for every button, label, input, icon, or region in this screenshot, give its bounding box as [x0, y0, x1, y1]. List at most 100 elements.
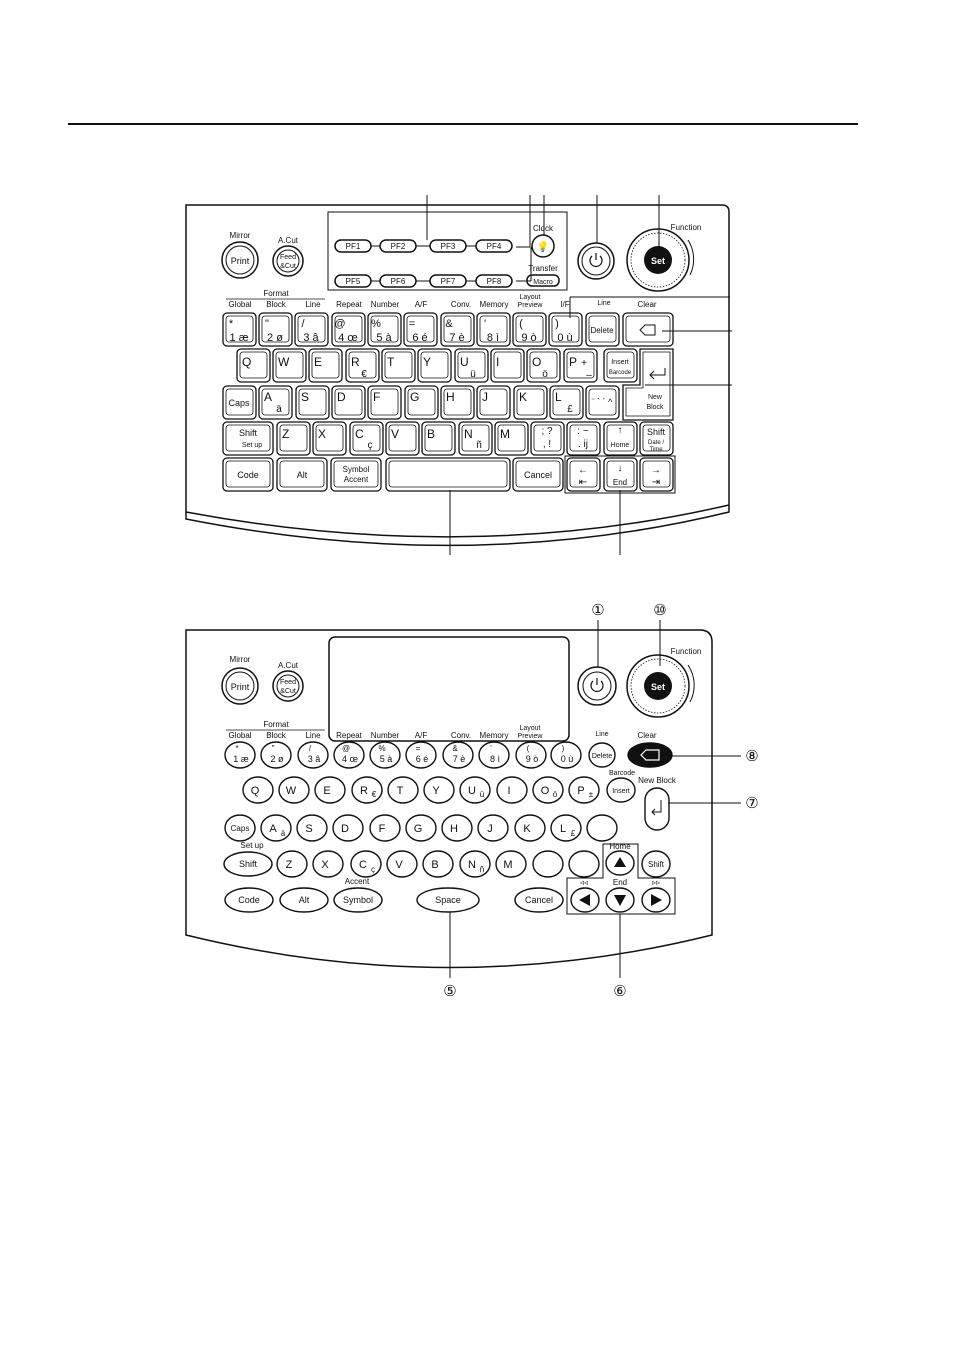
key-i[interactable]	[490, 348, 525, 383]
cancel-key-b[interactable]	[514, 887, 564, 913]
key-o[interactable]	[526, 348, 561, 383]
cancel-key[interactable]	[512, 457, 564, 492]
space-key-b[interactable]	[416, 887, 480, 913]
num-key-3[interactable]	[331, 312, 366, 347]
num-key-1[interactable]	[258, 312, 293, 347]
caps-key[interactable]	[222, 385, 257, 420]
left-key[interactable]	[566, 457, 601, 492]
key-w[interactable]	[272, 348, 307, 383]
key-b-p[interactable]	[568, 776, 600, 804]
key-j[interactable]	[476, 385, 511, 420]
set-button-b[interactable]	[644, 672, 672, 700]
enter-key-b[interactable]	[644, 787, 670, 831]
num-key-b-0[interactable]	[224, 741, 256, 769]
key-b-h[interactable]	[441, 814, 473, 842]
key-n[interactable]	[458, 421, 493, 456]
key-y[interactable]	[417, 348, 452, 383]
key-c[interactable]	[349, 421, 384, 456]
num-key-b-6[interactable]	[442, 741, 474, 769]
key-u[interactable]	[454, 348, 489, 383]
shift-right-key-b[interactable]	[641, 850, 671, 878]
accent-dots-key[interactable]	[585, 385, 620, 420]
key-g[interactable]	[404, 385, 439, 420]
key-b-b[interactable]	[422, 850, 454, 878]
key-x[interactable]	[312, 421, 347, 456]
num-key-6[interactable]	[440, 312, 475, 347]
insert-key[interactable]	[603, 348, 638, 383]
home-key[interactable]	[603, 421, 638, 456]
code-key-b[interactable]	[224, 887, 274, 913]
delete-key-b[interactable]	[588, 742, 616, 768]
shift-key-b[interactable]	[223, 851, 273, 877]
key-b-n[interactable]	[459, 850, 491, 878]
caps-key-b[interactable]	[224, 814, 256, 842]
space-key[interactable]	[385, 457, 511, 492]
symbol-key[interactable]	[330, 457, 382, 492]
print-button[interactable]	[221, 241, 259, 279]
key-l[interactable]	[549, 385, 584, 420]
power-button-b[interactable]	[577, 666, 617, 706]
num-key-b-7[interactable]	[478, 741, 510, 769]
clock-button[interactable]	[531, 234, 555, 258]
key-b-k[interactable]	[514, 814, 546, 842]
num-key-8[interactable]	[512, 312, 547, 347]
key-b-z[interactable]	[276, 850, 308, 878]
print-button-b[interactable]	[221, 667, 259, 705]
key-b-f[interactable]	[369, 814, 401, 842]
shift-key[interactable]	[222, 421, 274, 456]
key-b-v[interactable]	[386, 850, 418, 878]
key-t[interactable]	[381, 348, 416, 383]
code-key[interactable]	[222, 457, 274, 492]
num-key-9[interactable]	[548, 312, 583, 347]
key-b-w[interactable]	[278, 776, 310, 804]
key-b-u[interactable]	[459, 776, 491, 804]
num-key-b-2[interactable]	[297, 741, 329, 769]
num-key-b-1[interactable]	[260, 741, 292, 769]
key-b-r[interactable]	[351, 776, 383, 804]
num-key-4[interactable]	[367, 312, 402, 347]
power-button[interactable]	[577, 242, 615, 280]
insert-key-b[interactable]	[606, 777, 636, 803]
key-p[interactable]	[563, 348, 598, 383]
key-z[interactable]	[276, 421, 311, 456]
shift-right-key[interactable]	[639, 421, 674, 456]
key-b-x[interactable]	[312, 850, 344, 878]
key-h[interactable]	[440, 385, 475, 420]
key-b-t[interactable]	[387, 776, 419, 804]
key-m[interactable]	[494, 421, 529, 456]
key-e[interactable]	[308, 348, 343, 383]
key-b-y[interactable]	[423, 776, 455, 804]
key-b-i[interactable]	[496, 776, 528, 804]
clear-key-b[interactable]	[627, 742, 673, 768]
key-b-a[interactable]	[260, 814, 292, 842]
num-key-7[interactable]	[476, 312, 511, 347]
key-b-l[interactable]	[550, 814, 582, 842]
colon-key-b[interactable]	[568, 850, 600, 878]
alt-key-b[interactable]	[279, 887, 329, 913]
num-key-b-5[interactable]	[405, 741, 437, 769]
alt-key[interactable]	[276, 457, 328, 492]
symbol-key-b[interactable]	[333, 887, 383, 913]
right-key[interactable]	[639, 457, 674, 492]
num-key-5[interactable]	[403, 312, 438, 347]
num-key-2[interactable]	[294, 312, 329, 347]
clear-key[interactable]	[622, 312, 674, 347]
key-a[interactable]	[258, 385, 293, 420]
key-b-o[interactable]	[532, 776, 564, 804]
accent-dots-key-b[interactable]	[586, 814, 618, 842]
key-d[interactable]	[331, 385, 366, 420]
key-s[interactable]	[295, 385, 330, 420]
key-b-q[interactable]	[242, 776, 274, 804]
delete-key[interactable]	[585, 312, 620, 347]
key-b-j[interactable]	[477, 814, 509, 842]
key-r[interactable]	[345, 348, 380, 383]
key-b[interactable]	[421, 421, 456, 456]
num-key-0[interactable]	[222, 312, 257, 347]
num-key-b-4[interactable]	[369, 741, 401, 769]
key-f[interactable]	[367, 385, 402, 420]
semicolon-key-b[interactable]	[532, 850, 564, 878]
key-b-e[interactable]	[314, 776, 346, 804]
key-k[interactable]	[513, 385, 548, 420]
num-key-b-8[interactable]	[515, 741, 547, 769]
key-q[interactable]	[236, 348, 271, 383]
